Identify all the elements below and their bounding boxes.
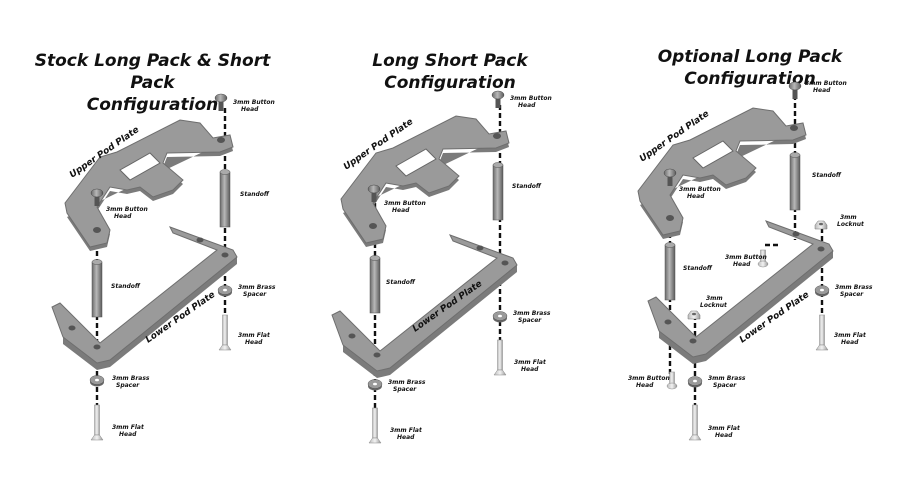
brass-spacer-left	[687, 376, 703, 388]
label: 3mm Button	[679, 186, 721, 193]
label: 3mm Brass	[238, 284, 276, 291]
label: 3mm Flat	[112, 424, 145, 431]
upper-pod-plate	[340, 115, 510, 248]
label: Standoff	[240, 191, 270, 198]
panel-2-long-short-config: Upper Pod Plate Lower Pod Plate 3mm Butt…	[331, 90, 552, 444]
upper-pod-plate	[64, 119, 234, 252]
label: Head	[518, 102, 536, 109]
panel-1-stock-config: Upper Pod Plate Lower Pod Plate 3mm Butt…	[51, 93, 276, 441]
brass-spacer-right	[492, 311, 508, 323]
standoff-left	[91, 259, 103, 318]
label: 3mm	[840, 214, 857, 221]
label: Head	[813, 87, 831, 94]
label: Locknut	[700, 302, 728, 309]
button-head-screw-top	[788, 81, 802, 100]
label: Standoff	[111, 283, 141, 290]
standoff-right	[492, 162, 504, 221]
label: 3mm	[706, 295, 723, 302]
label: 3mm Button	[805, 80, 847, 87]
standoff-right	[789, 152, 801, 211]
flat-head-screw-left	[90, 404, 104, 441]
label: 3mm Flat	[390, 427, 423, 434]
label: 3mm Button	[628, 375, 670, 382]
label: Head	[715, 432, 733, 439]
label: 3mm Brass	[513, 310, 551, 317]
label: Head	[687, 193, 705, 200]
label: Head	[392, 207, 410, 214]
flat-head-screw-left	[368, 407, 382, 444]
label: 3mm Flat	[514, 359, 547, 366]
label: Spacer	[713, 382, 737, 389]
flat-head-screw-left	[688, 404, 702, 441]
label: 3mm Button	[106, 206, 148, 213]
panel-2-title: Long Short Pack Configuration	[372, 51, 528, 93]
label: Locknut	[837, 221, 865, 228]
label: Standoff	[683, 265, 713, 272]
label: Spacer	[393, 386, 417, 393]
label: Head	[841, 339, 859, 346]
label: Spacer	[116, 382, 140, 389]
label: Head	[245, 339, 263, 346]
label: 3mm Brass	[835, 284, 873, 291]
label: 3mm Button	[384, 200, 426, 207]
brass-spacer-left	[89, 375, 105, 387]
label: 3mm Button	[233, 99, 275, 106]
label: 3mm Brass	[708, 375, 746, 382]
standoff-right	[219, 169, 231, 228]
standoff-left	[664, 242, 676, 301]
button-head-screw-top	[491, 90, 505, 109]
standoff-left	[369, 255, 381, 314]
flat-head-screw-right	[493, 339, 507, 376]
label: Standoff	[386, 279, 416, 286]
label: Spacer	[840, 291, 864, 298]
label: 3mm Brass	[388, 379, 426, 386]
label: Standoff	[812, 172, 842, 179]
label: 3mm Button	[510, 95, 552, 102]
label: Head	[241, 106, 259, 113]
label: 3mm Brass	[112, 375, 150, 382]
flat-head-screw-right	[218, 314, 232, 351]
label: Head	[521, 366, 539, 373]
label: 3mm Flat	[238, 332, 271, 339]
brass-spacer-right	[814, 285, 830, 297]
panel-1-title-line1: Stock Long Pack & Short Pack	[34, 51, 271, 93]
label: Standoff	[512, 183, 542, 190]
flat-head-screw-right	[815, 314, 829, 351]
brass-spacer-right	[217, 285, 233, 297]
label: Head	[119, 431, 137, 438]
panel-1-title: Stock Long Pack & Short Pack Configurati…	[10, 50, 295, 116]
panel-1-title-line2: Configuration	[86, 95, 219, 115]
locknut-right	[814, 220, 828, 230]
label: Spacer	[518, 317, 542, 324]
label: 3mm Flat	[834, 332, 867, 339]
label: Head	[733, 261, 751, 268]
label: Head	[636, 382, 654, 389]
lower-pod-plate	[331, 234, 518, 379]
label: 3mm Flat	[708, 425, 741, 432]
panel-3-title: Optional Long Pack Configuration	[657, 47, 843, 89]
label: 3mm Button	[725, 254, 767, 261]
upper-pod-plate	[637, 107, 807, 240]
label: Head	[397, 434, 415, 441]
brass-spacer-left	[367, 379, 383, 391]
locknut-left	[687, 310, 701, 320]
label: Spacer	[243, 291, 267, 298]
panel-3-optional-long-config: Upper Pod Plate Lower Pod Plate 3mm Butt…	[628, 80, 873, 441]
label: Head	[114, 213, 132, 220]
